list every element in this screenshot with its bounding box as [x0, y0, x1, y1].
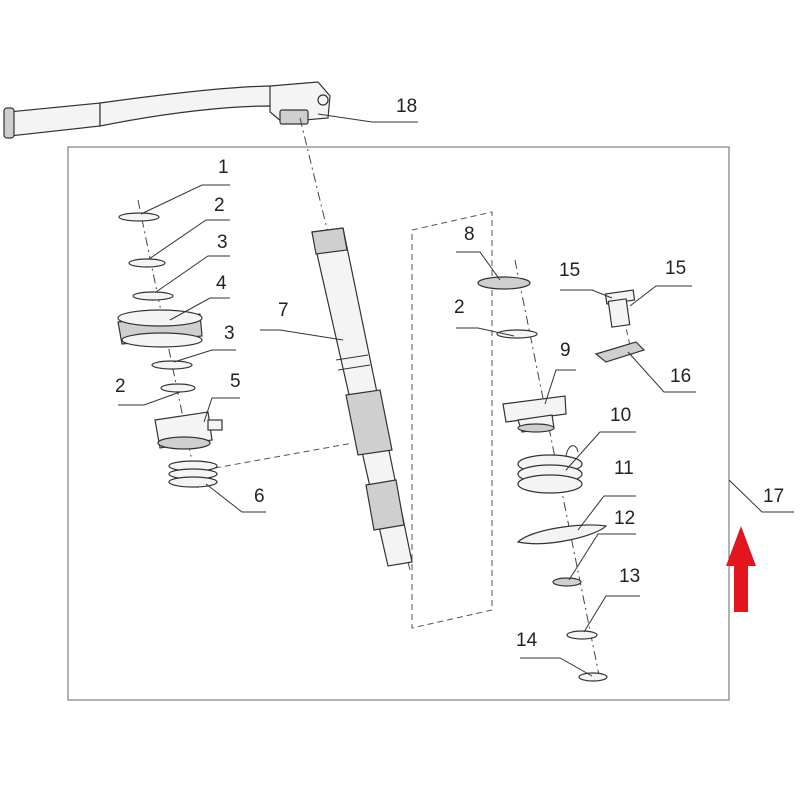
subassembly-outline [411, 211, 493, 629]
kick-shaft-7 [311, 227, 413, 567]
washer-14 [578, 672, 608, 682]
callout-7: 7 [278, 300, 289, 321]
callout-2-left-lower: 2 [115, 376, 126, 397]
washer-8 [477, 276, 531, 290]
clip-13 [566, 630, 598, 640]
callout-10: 10 [610, 405, 631, 426]
callout-11: 11 [614, 458, 634, 479]
pin-15 [604, 289, 636, 328]
ratchet-5 [154, 411, 223, 450]
assembly-frame [67, 146, 730, 701]
washer-3-left-lower [151, 360, 193, 370]
leader-lines [118, 113, 794, 677]
kick-lever [3, 81, 331, 139]
gear-4 [117, 309, 203, 348]
callout-1: 1 [218, 157, 229, 178]
callout-12: 12 [614, 508, 635, 529]
spring-link-line [214, 442, 354, 469]
callout-13: 13 [619, 566, 640, 587]
callout-6: 6 [254, 486, 265, 507]
callout-4: 4 [216, 273, 227, 294]
washer-12 [552, 577, 582, 587]
callout-5: 5 [230, 371, 241, 392]
spring-6 [168, 460, 218, 488]
plate-11 [516, 524, 608, 545]
callout-3-left-upper: 3 [217, 232, 228, 253]
spring-10 [517, 445, 583, 494]
washer-2-left-lower [160, 383, 196, 393]
up-arrow-icon [726, 526, 756, 612]
plate-16 [594, 341, 646, 363]
callout-2-left-upper: 2 [214, 195, 225, 216]
callout-18: 18 [396, 96, 417, 117]
washer-2-left-upper [128, 258, 166, 268]
callout-17: 17 [763, 486, 784, 507]
callout-15-left: 15 [559, 260, 580, 281]
washer-1 [118, 212, 160, 222]
callout-15-right: 15 [665, 258, 686, 279]
washer-3-left-upper [132, 291, 174, 301]
washer-2-right [496, 329, 538, 339]
bush-9 [502, 395, 567, 433]
callout-9: 9 [560, 340, 571, 361]
callout-2-right: 2 [454, 297, 465, 318]
callout-3-left-lower: 3 [224, 323, 235, 344]
callout-14: 14 [516, 630, 538, 651]
callout-8: 8 [464, 224, 475, 245]
callout-16: 16 [670, 366, 691, 387]
